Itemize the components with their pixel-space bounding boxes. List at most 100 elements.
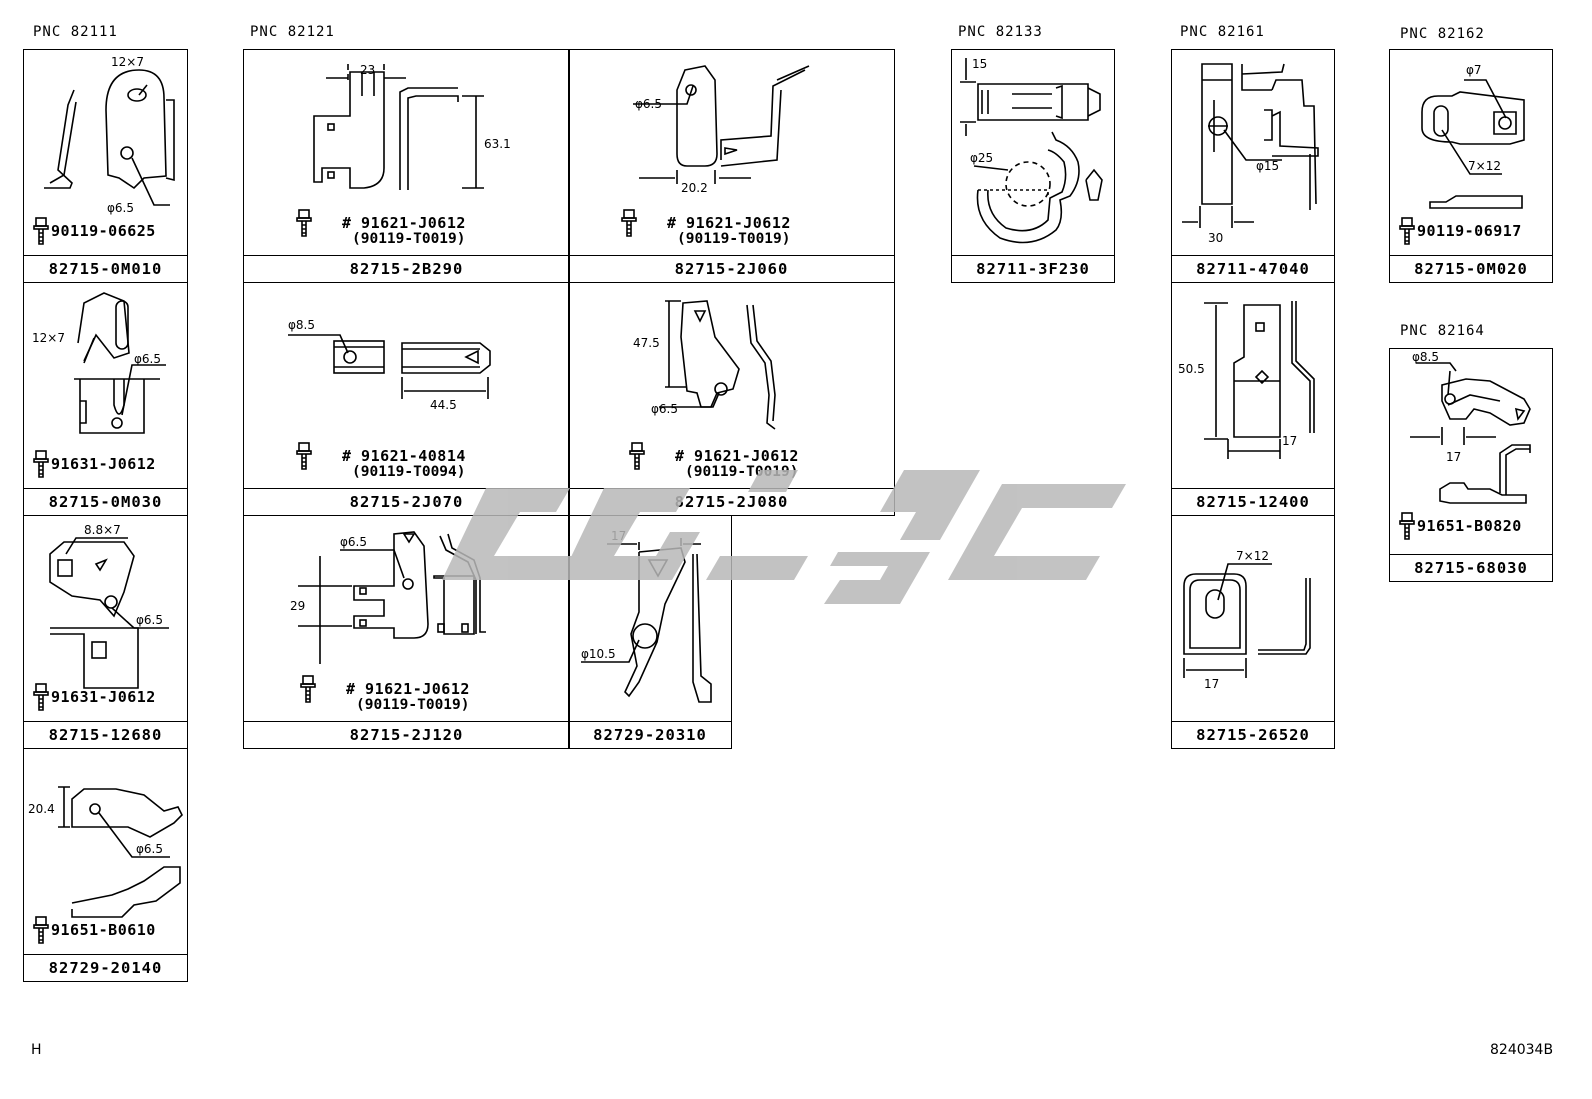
bolt-callout: 91651-B0820 <box>1399 511 1522 541</box>
bolt-alternate: (90119-T0019) <box>352 231 466 247</box>
part-drawing: 15 φ25 <box>960 57 1103 244</box>
dimension-label: φ7 <box>1466 63 1482 77</box>
bolt-callout: 90119-06625 <box>33 216 156 246</box>
dimension-label: 20.4 <box>28 802 55 816</box>
bolt-callout: # 91621-J0612 <box>300 674 470 704</box>
bolt-callout: # 91621-J0612 <box>621 208 791 238</box>
dimension-label: 17 <box>1204 677 1219 691</box>
bolt-icon <box>296 442 312 470</box>
part-cell-82715-68030[interactable]: φ8.5 17 91651-B0820 82715-68030 <box>1389 348 1553 582</box>
dimension-label: φ8.5 <box>1412 350 1439 364</box>
part-number: 82729-20310 <box>569 721 731 748</box>
part-number: 82715-2J070 <box>244 488 569 515</box>
dimension-label: φ15 <box>1256 159 1279 173</box>
bolt-icon <box>1399 512 1415 540</box>
part-cell-82715-2J080[interactable]: 47.5 φ6.5 # 91621-J0612 (90119-T0019) 82… <box>568 282 895 516</box>
part-drawing: φ6.5 20.2 <box>633 65 810 195</box>
dimension-label: φ8.5 <box>288 318 315 332</box>
bolt-icon <box>629 442 645 470</box>
bolt-alternate: (90119-T0019) <box>685 464 799 480</box>
pnc-label-82121: PNC 82121 <box>250 24 335 40</box>
bolt-icon <box>296 209 312 237</box>
dimension-label: 15 <box>972 57 987 71</box>
part-drawing: 12×7 φ6.5 <box>32 292 166 434</box>
dimension-label: 7×12 <box>1468 159 1501 173</box>
part-drawing: φ7 7×12 <box>1421 63 1525 209</box>
bolt-icon <box>1399 217 1415 245</box>
part-cell-82711-3F230[interactable]: 15 φ25 82711-3F230 <box>951 49 1115 283</box>
dimension-label: 8.8×7 <box>84 523 121 537</box>
dimension-label: φ6.5 <box>136 842 163 856</box>
pnc-label-82164: PNC 82164 <box>1400 323 1485 339</box>
part-cell-82715-2J060[interactable]: φ6.5 20.2 # 91621-J0612 (90119-T0019) 82… <box>568 49 895 283</box>
dimension-label: φ6.5 <box>136 613 163 627</box>
part-drawing: 50.5 17 <box>1178 301 1315 459</box>
pnc-label-82111: PNC 82111 <box>33 24 118 40</box>
part-number: 82715-2J120 <box>244 721 569 748</box>
part-drawing: 23 63.1 <box>313 63 511 190</box>
bolt-callout: # 91621-40814 <box>296 441 466 471</box>
dimension-label: 63.1 <box>484 137 511 151</box>
part-cell-82729-20140[interactable]: 20.4 φ6.5 91651-B0610 82729-20140 <box>23 748 188 982</box>
dimension-label: 50.5 <box>1178 362 1205 376</box>
part-cell-82715-0M020[interactable]: φ7 7×12 90119-06917 82715-0M020 <box>1389 49 1553 283</box>
part-cell-82715-12400[interactable]: 50.5 17 82715-12400 <box>1171 282 1335 516</box>
bolt-icon <box>33 916 49 944</box>
pnc-label-82162: PNC 82162 <box>1400 26 1485 42</box>
dimension-label: φ10.5 <box>581 647 616 661</box>
dimension-label: 17 <box>1446 450 1461 464</box>
part-cell-82715-2J070[interactable]: φ8.5 44.5 # 91621-40814 (90119-T0094) 82… <box>243 282 570 516</box>
bolt-callout: # 91621-J0612 <box>629 441 799 471</box>
dimension-label: 47.5 <box>633 336 660 350</box>
footer-sheet-code: H <box>31 1042 42 1058</box>
part-cell-82715-2J120[interactable]: φ6.5 29 # 91621-J0612 (90119-T0019) 8271… <box>243 515 570 749</box>
part-drawing: 12×7 φ6.5 <box>44 55 175 215</box>
part-number: 82715-26520 <box>1172 721 1334 748</box>
part-cell-82715-26520[interactable]: 7×12 17 82715-26520 <box>1171 515 1335 749</box>
dimension-label: 29 <box>290 599 305 613</box>
part-number: 82715-2J080 <box>569 488 894 515</box>
dimension-label: φ25 <box>970 151 993 165</box>
part-number: 82715-68030 <box>1390 554 1552 581</box>
part-number: 82715-0M010 <box>24 255 187 282</box>
part-drawing: φ15 30 <box>1182 63 1319 245</box>
bolt-icon <box>621 209 637 237</box>
part-cell-82715-0M030[interactable]: 12×7 φ6.5 91631-J0612 82715-0M030 <box>23 282 188 516</box>
part-cell-82715-2B290[interactable]: 23 63.1 # 91621-J0612 (90119-T0019) 8271… <box>243 49 570 283</box>
dimension-label: φ6.5 <box>340 535 367 549</box>
bolt-callout: # 91621-J0612 <box>296 208 466 238</box>
part-drawing: 8.8×7 φ6.5 <box>49 523 169 689</box>
part-number: 82729-20140 <box>24 954 187 981</box>
dimension-label: 7×12 <box>1236 549 1269 563</box>
part-cell-82711-47040[interactable]: φ15 30 82711-47040 <box>1171 49 1335 283</box>
dimension-label: 23 <box>360 63 375 77</box>
part-number: 82715-12680 <box>24 721 187 748</box>
bolt-alternate: (90119-T0094) <box>352 464 466 480</box>
dimension-label: 20.2 <box>681 181 708 195</box>
dimension-label: φ6.5 <box>107 201 134 215</box>
dimension-label: 17 <box>1282 434 1297 448</box>
part-cell-82729-20310[interactable]: 17 φ10.5 82729-20310 <box>568 515 732 749</box>
watermark-glyph <box>948 484 1126 580</box>
part-drawing: 17 φ10.5 <box>581 529 712 703</box>
bolt-icon <box>33 217 49 245</box>
bolt-icon <box>33 450 49 478</box>
footer-figure-code: 824034B <box>1490 1042 1554 1058</box>
dimension-label: 12×7 <box>32 331 65 345</box>
dimension-label: 30 <box>1208 231 1223 245</box>
part-number: 82715-2J060 <box>569 255 894 282</box>
dimension-label: φ6.5 <box>651 402 678 416</box>
bolt-callout: 91651-B0610 <box>33 915 156 945</box>
bolt-icon <box>33 683 49 711</box>
part-drawing: φ8.5 17 <box>1410 350 1531 504</box>
part-number: 82715-0M020 <box>1390 255 1552 282</box>
part-number: 82715-0M030 <box>24 488 187 515</box>
bolt-alternate: (90119-T0019) <box>356 697 470 713</box>
part-number: 82711-3F230 <box>952 255 1114 282</box>
dimension-label: 44.5 <box>430 398 457 412</box>
part-drawing: 20.4 φ6.5 <box>28 786 183 918</box>
part-cell-82715-0M010[interactable]: 12×7 φ6.5 90119-06625 82715-0M010 <box>23 49 188 283</box>
dimension-label: φ6.5 <box>635 97 662 111</box>
part-cell-82715-12680[interactable]: 8.8×7 φ6.5 91631-J0612 82715-12680 <box>23 515 188 749</box>
bolt-callout: 91631-J0612 <box>33 449 156 479</box>
